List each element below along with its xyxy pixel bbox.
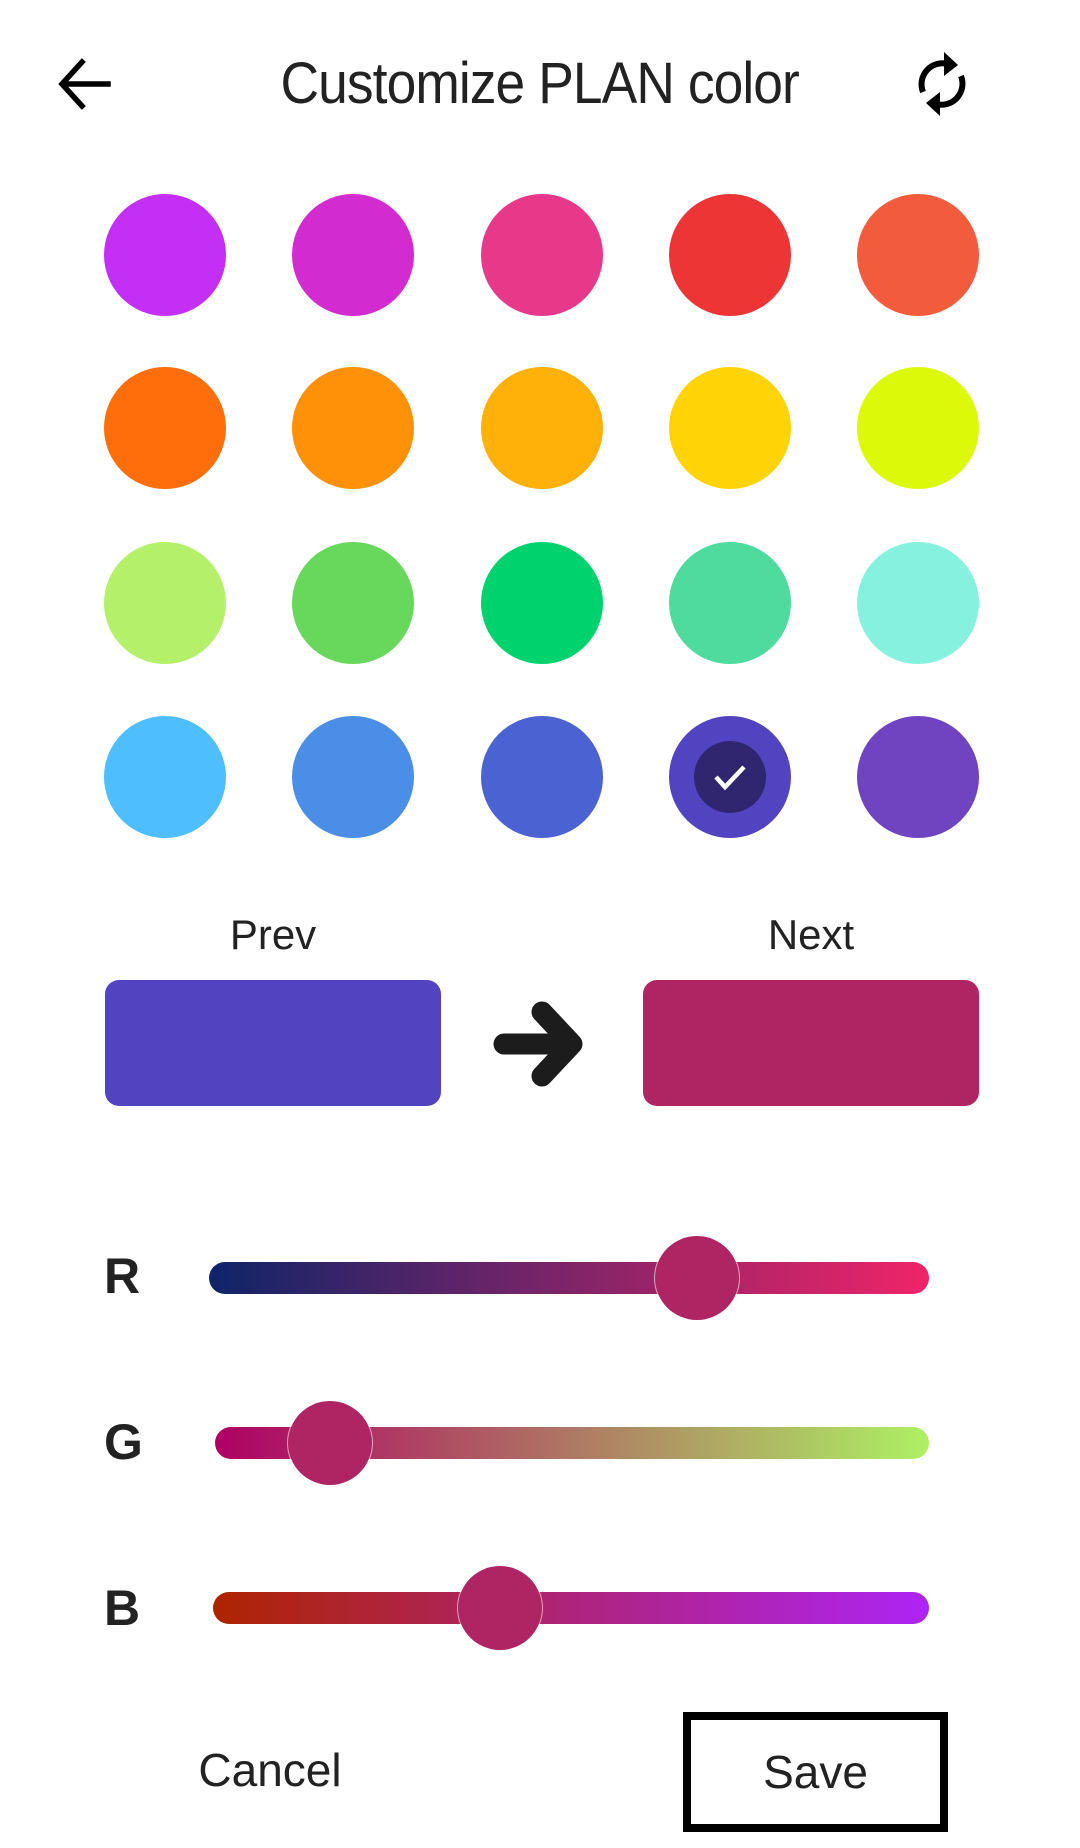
swatch-5[interactable] <box>104 367 226 489</box>
swatch-9[interactable] <box>857 367 979 489</box>
next-label: Next <box>767 911 855 958</box>
cancel-button[interactable]: Cancel <box>198 1744 342 1796</box>
swatch-12[interactable] <box>481 542 603 664</box>
swatch-3[interactable] <box>669 194 791 316</box>
save-button[interactable]: Save <box>683 1712 948 1832</box>
slider-label-r: R <box>104 1248 141 1304</box>
check-icon <box>714 765 746 791</box>
swatch-18-selected[interactable] <box>669 716 791 838</box>
refresh-icon <box>918 52 966 116</box>
page-title: Customize PLAN color <box>0 46 1080 122</box>
slider-thumb-b[interactable] <box>457 1566 542 1650</box>
swatch-19[interactable] <box>857 716 979 838</box>
swatch-8[interactable] <box>669 367 791 489</box>
swatch-4[interactable] <box>857 194 979 316</box>
prev-color-box <box>105 980 441 1106</box>
swatch-11[interactable] <box>292 542 414 664</box>
swatch-17[interactable] <box>481 716 603 838</box>
swatch-16[interactable] <box>292 716 414 838</box>
slider-track-r[interactable] <box>209 1262 929 1294</box>
swatch-6[interactable] <box>292 367 414 489</box>
swatch-7[interactable] <box>481 367 603 489</box>
prev-label: Prev <box>229 911 317 958</box>
swatch-2[interactable] <box>481 194 603 316</box>
swatch-10[interactable] <box>104 542 226 664</box>
slider-label-b: B <box>104 1580 141 1636</box>
selected-indicator <box>694 741 766 813</box>
slider-thumb-g[interactable] <box>287 1401 372 1485</box>
back-button[interactable] <box>52 52 116 116</box>
slider-track-b[interactable] <box>213 1592 929 1624</box>
page-title-text: Customize PLAN color <box>280 51 800 116</box>
slider-thumb-r[interactable] <box>655 1236 740 1320</box>
swatch-15[interactable] <box>104 716 226 838</box>
next-color-box <box>643 980 979 1106</box>
arrow-right-icon <box>493 1001 583 1087</box>
swatch-13[interactable] <box>669 542 791 664</box>
swatch-1[interactable] <box>292 194 414 316</box>
slider-label-g: G <box>104 1414 143 1470</box>
swatch-14[interactable] <box>857 542 979 664</box>
reset-button[interactable] <box>910 48 974 120</box>
swatch-0[interactable] <box>104 194 226 316</box>
arrow-left-icon <box>58 58 111 110</box>
